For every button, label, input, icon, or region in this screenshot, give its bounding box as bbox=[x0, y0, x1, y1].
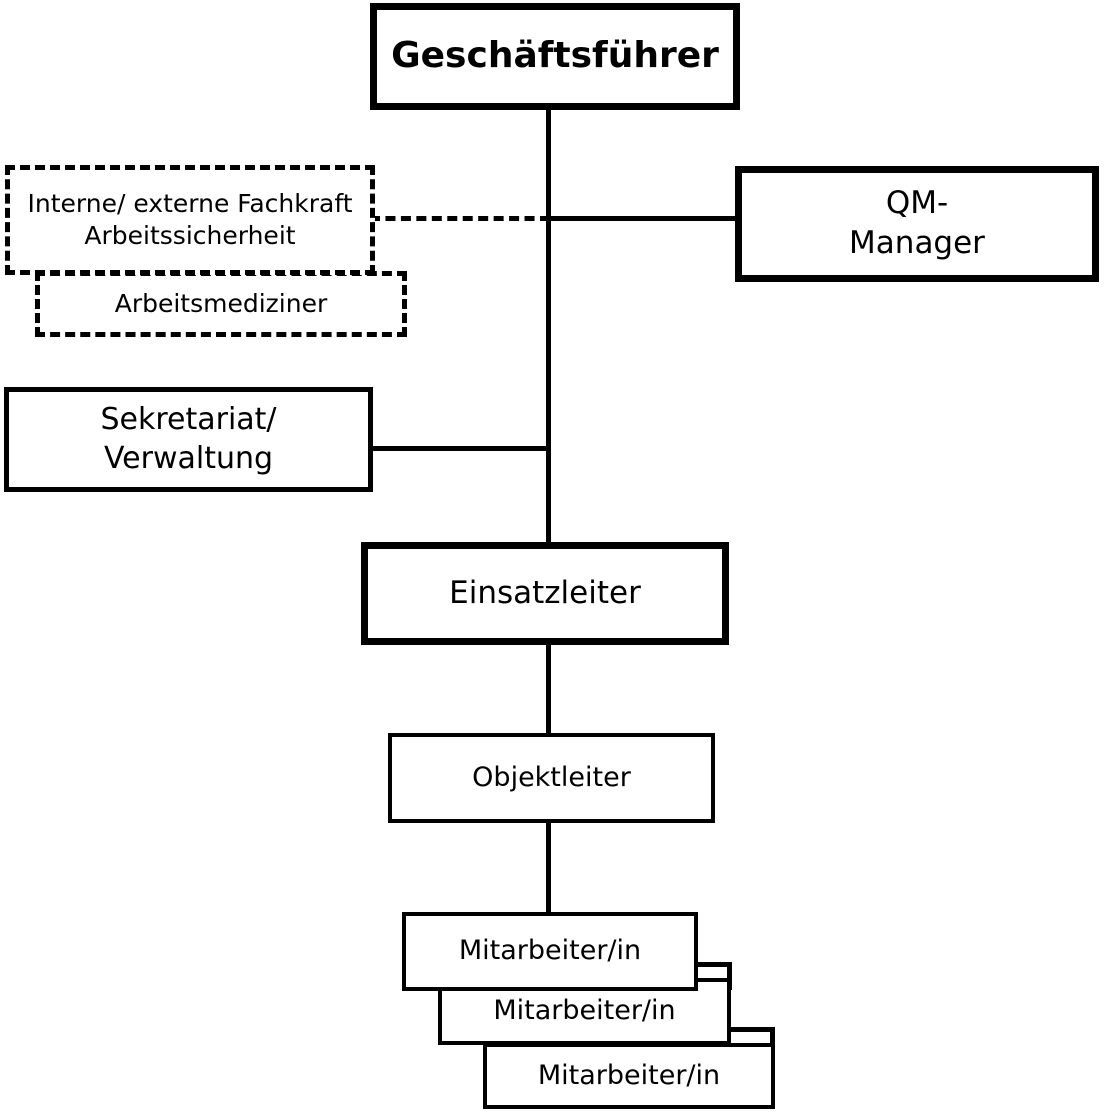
connector-objektleiter-mitarbeiter bbox=[546, 820, 551, 915]
node-mitarbeiter-1-label: Mitarbeiter/in bbox=[458, 935, 642, 967]
connector-to-sekretariat bbox=[368, 446, 550, 451]
node-einsatzleiter[interactable]: Einsatzleiter bbox=[361, 542, 729, 645]
node-objektleiter-label: Objektleiter bbox=[472, 761, 631, 793]
node-qm-manager-label-line2: Manager bbox=[849, 225, 985, 261]
node-sekretariat-label-line2: Verwaltung bbox=[103, 440, 274, 476]
node-geschaeftsfuehrer-label: Geschäftsführer bbox=[391, 35, 719, 77]
node-objektleiter[interactable]: Objektleiter bbox=[388, 733, 715, 823]
node-sekretariat-verwaltung[interactable]: Sekretariat/ Verwaltung bbox=[4, 387, 373, 492]
node-fachkraft-label-line1: Interne/ externe Fachkraft bbox=[27, 189, 353, 218]
node-sekretariat-label-line1: Sekretariat/ bbox=[100, 402, 277, 438]
connector-mitarbeiter1-mitarbeiter2-v bbox=[727, 962, 732, 990]
node-qm-manager-label-line1: QM- bbox=[885, 185, 949, 222]
node-mitarbeiter-2-label: Mitarbeiter/in bbox=[493, 995, 676, 1027]
node-mitarbeiter-1[interactable]: Mitarbeiter/in bbox=[402, 912, 698, 991]
node-einsatzleiter-label: Einsatzleiter bbox=[449, 574, 641, 611]
node-fachkraft-label-line2: Arbeitssicherheit bbox=[84, 221, 296, 250]
node-qm-manager[interactable]: QM- Manager bbox=[735, 166, 1099, 282]
connector-to-fachkraft bbox=[370, 216, 550, 221]
connector-mitarbeiter2-mitarbeiter3-h bbox=[727, 1027, 775, 1032]
node-fachkraft-arbeitssicherheit[interactable]: Interne/ externe Fachkraft Arbeitssicher… bbox=[5, 165, 375, 275]
node-arbeitsmediziner[interactable]: Arbeitsmediziner bbox=[35, 271, 407, 337]
connector-mitarbeiter1-mitarbeiter2-h bbox=[694, 962, 732, 967]
node-geschaeftsfuehrer[interactable]: Geschäftsführer bbox=[370, 3, 740, 110]
node-mitarbeiter-3-label: Mitarbeiter/in bbox=[537, 1059, 721, 1091]
node-mitarbeiter-3[interactable]: Mitarbeiter/in bbox=[483, 1043, 775, 1109]
connector-mitarbeiter2-mitarbeiter3-v bbox=[770, 1027, 775, 1055]
connector-einsatzleiter-objektleiter bbox=[546, 643, 551, 736]
connector-spine-top bbox=[546, 110, 551, 547]
node-arbeitsmediziner-label: Arbeitsmediziner bbox=[114, 289, 328, 318]
connector-to-qm-manager bbox=[548, 216, 738, 221]
